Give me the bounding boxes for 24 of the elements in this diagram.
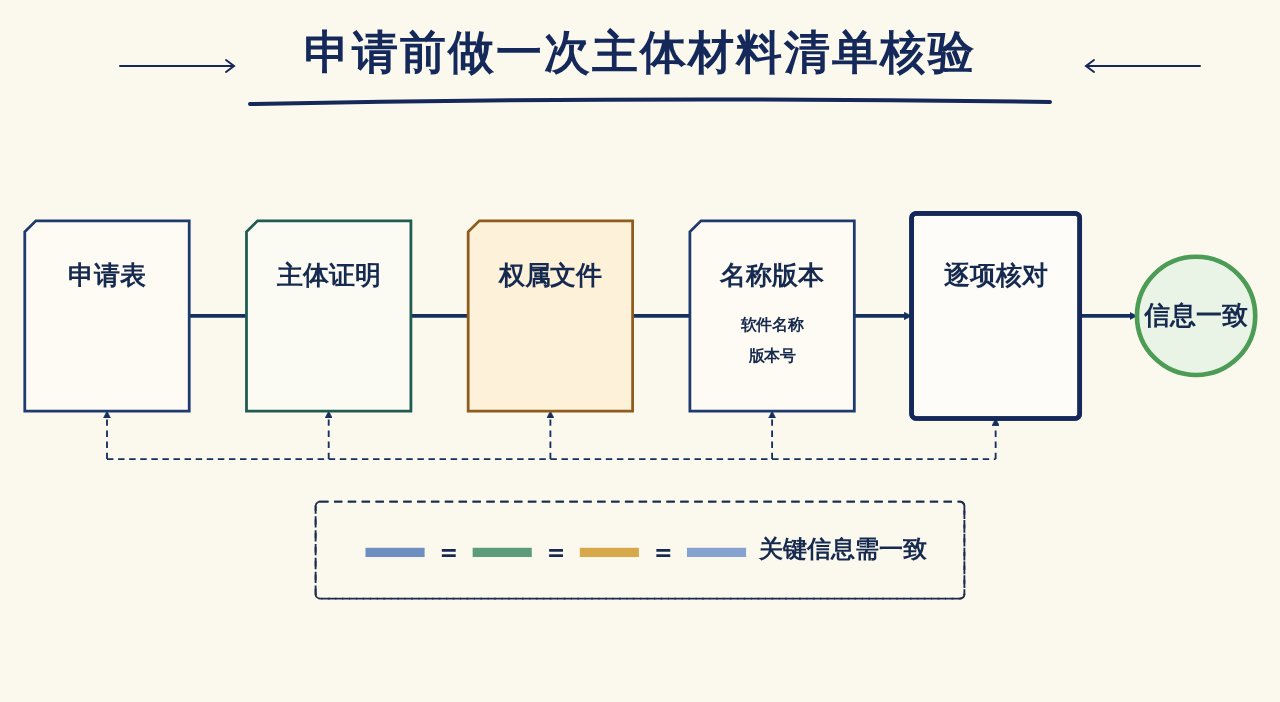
connector-line [189,314,247,318]
heading-text: 主体证明 [276,258,381,293]
equals-sign: = [546,538,566,568]
dashed-line [106,458,997,461]
clipboard-box [909,211,1082,421]
heading-text: 名称版本 [720,258,824,293]
equals-sign: = [653,538,673,568]
document-box [23,219,191,413]
heading-text: 逐项核对 [943,258,1048,293]
note-box [314,500,966,600]
note-text: 关键信息需一致 [759,533,928,565]
heading-text: 申请表 [68,258,146,293]
connector-line [632,314,690,318]
field-label: 软件名称 [740,314,804,336]
check-circle [1134,254,1258,378]
heading-text: 权属文件 [498,258,603,293]
field-label: 版本号 [748,344,796,367]
title: 申请前做一次主体材料清单核验 [304,25,976,79]
equals-sign: = [439,538,458,568]
connector-line [410,314,469,318]
heading-text: 信息一致 [1144,299,1248,333]
document-box [688,219,856,413]
document-box [466,219,634,413]
document-box [245,219,413,413]
